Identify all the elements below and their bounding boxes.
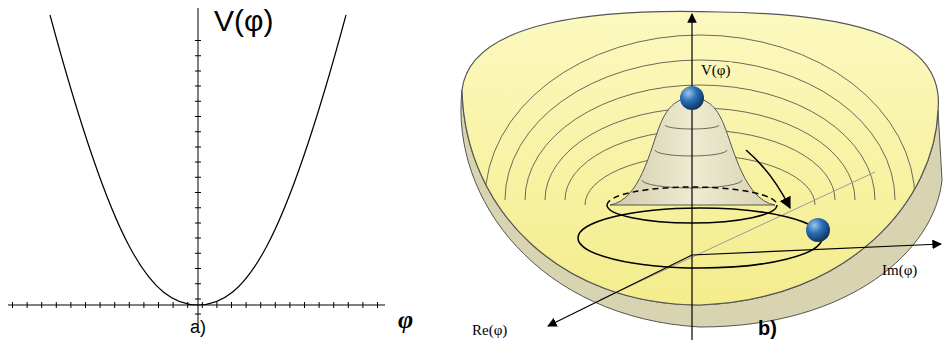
axis-label: φ	[396, 306, 415, 335]
im-axis	[692, 244, 941, 255]
panel-label: b)	[756, 317, 779, 339]
axis-label: Im(φ)	[880, 262, 919, 279]
ball-top	[680, 86, 704, 110]
v-axis	[198, 8, 199, 325]
mexican-hat	[461, 11, 942, 340]
parabola-plot	[8, 8, 385, 325]
axis-ticks	[195, 40, 201, 325]
v-axis	[691, 14, 692, 340]
contour-lines	[485, 35, 915, 205]
axis-label: V(φ)	[699, 62, 732, 79]
panel-label: a)	[188, 318, 208, 338]
axis-title: V(φ)	[212, 4, 275, 37]
roll-arrow	[746, 150, 790, 208]
potential-curve	[50, 15, 346, 305]
bowl-surface	[462, 11, 938, 305]
axis-label: Re(φ)	[470, 322, 509, 339]
valley-circle	[578, 208, 822, 268]
ball-valley	[806, 218, 830, 242]
re-axis	[548, 255, 692, 326]
